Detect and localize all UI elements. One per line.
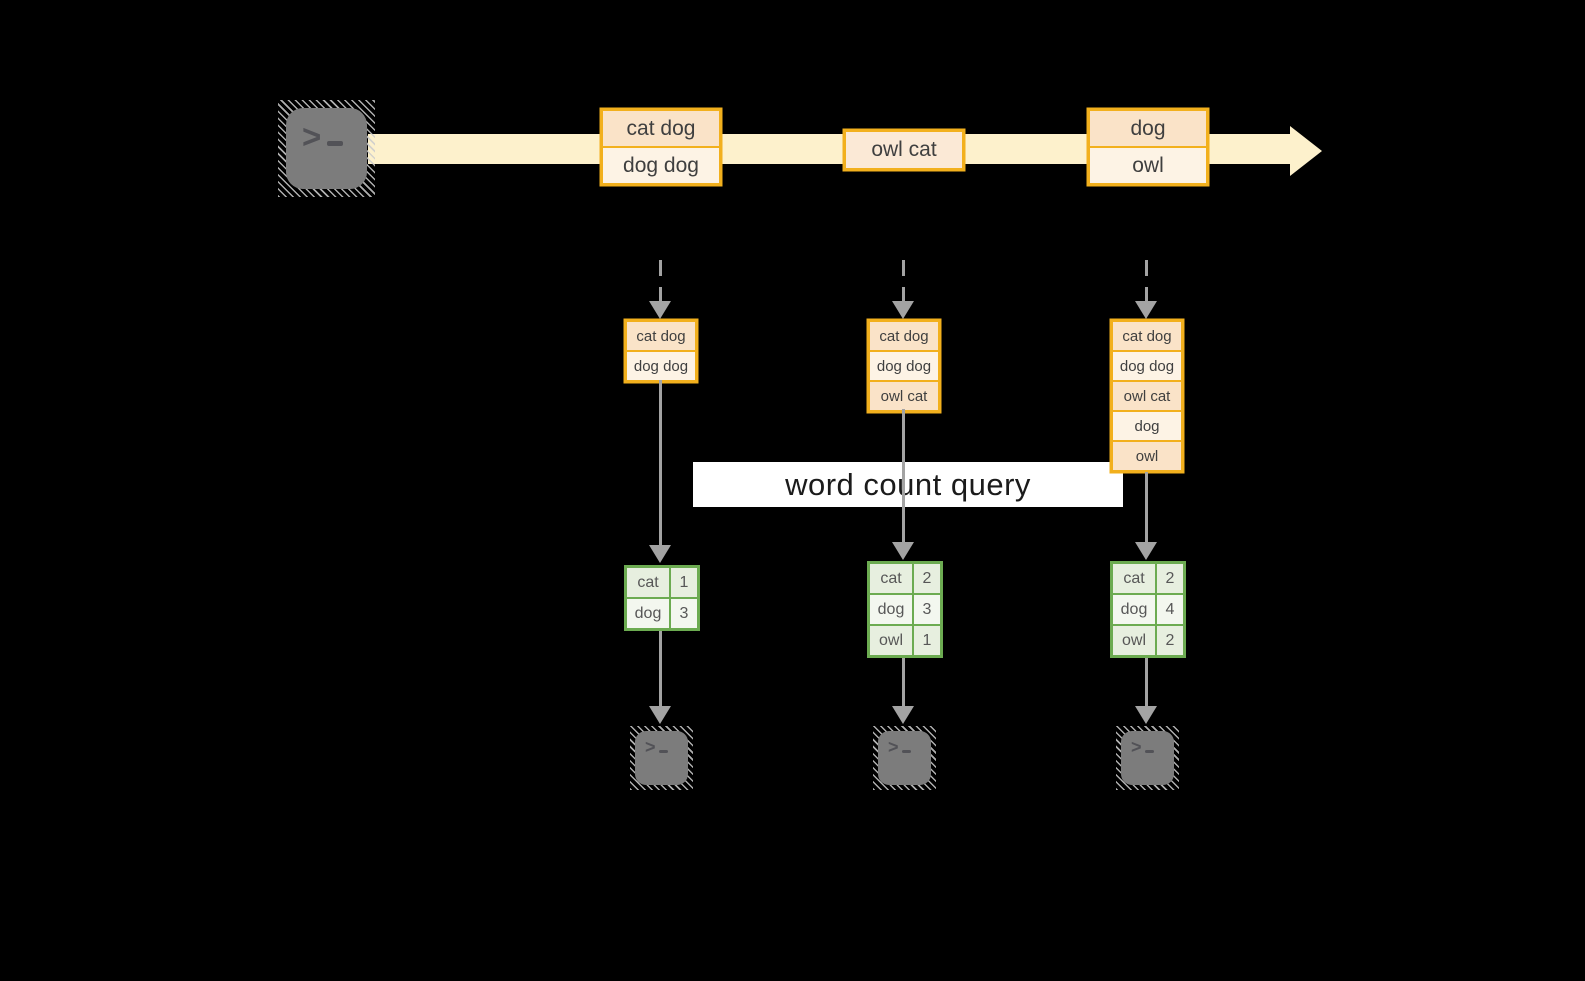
query-label: word count query [785, 466, 1031, 502]
terminal-sink-icon: > [630, 726, 693, 790]
terminal-sink-body: > [1121, 731, 1174, 785]
micro-batch-3: cat dog dog dog owl cat dog owl [1111, 320, 1183, 472]
terminal-source-body: > [286, 108, 367, 189]
batch-record: owl [1111, 440, 1183, 472]
count-value-cell: 1 [671, 568, 697, 597]
stream-batch-1: cat dog dog dog [601, 109, 721, 185]
count-value-cell: 3 [914, 595, 940, 624]
count-word-cell: dog [627, 599, 669, 628]
query-label-box: word count query [693, 462, 1123, 507]
batch-record: dog [1111, 410, 1183, 442]
prompt-underscore-icon [327, 141, 344, 146]
batch-record: cat dog [868, 320, 940, 352]
count-word-cell: owl [1113, 626, 1155, 655]
terminal-source-icon: > [278, 100, 375, 197]
count-value-cell: 1 [914, 626, 940, 655]
stream-arrowhead-icon [1290, 126, 1322, 176]
terminal-sink-body: > [878, 731, 931, 785]
prompt-chevron-icon: > [302, 118, 322, 155]
prompt-chevron-icon: > [1131, 737, 1142, 757]
terminal-sink-icon: > [1116, 726, 1179, 790]
solid-arrow [1135, 472, 1157, 560]
solid-arrow [1135, 658, 1157, 724]
stream-batch-2: owl cat [844, 130, 964, 170]
count-word-cell: cat [1113, 564, 1155, 593]
solid-arrow [892, 658, 914, 724]
prompt-underscore-icon [901, 750, 911, 753]
micro-batch-2: cat dog dog dog owl cat [868, 320, 940, 412]
batch-record: cat dog [625, 320, 697, 352]
prompt-underscore-icon [1144, 750, 1154, 753]
terminal-sink-body: > [635, 731, 688, 785]
batch-record: dog dog [868, 350, 940, 382]
stream-record: cat dog [601, 109, 721, 148]
prompt-chevron-icon: > [888, 737, 899, 757]
terminal-sink-icon: > [873, 726, 936, 790]
batch-record: owl cat [868, 380, 940, 412]
count-word-cell: cat [870, 564, 912, 593]
count-word-cell: dog [870, 595, 912, 624]
count-table-2: cat 2 dog 3 owl 1 [867, 561, 943, 658]
stream-batch-3: dog owl [1088, 109, 1208, 185]
count-word-cell: owl [870, 626, 912, 655]
count-value-cell: 3 [671, 599, 697, 628]
count-table-3: cat 2 dog 4 owl 2 [1110, 561, 1186, 658]
batch-record: cat dog [1111, 320, 1183, 352]
count-word-cell: dog [1113, 595, 1155, 624]
stream-record: dog [1088, 109, 1208, 148]
stream-record: owl [1088, 146, 1208, 185]
solid-arrow [649, 380, 671, 563]
batch-record: dog dog [1111, 350, 1183, 382]
batch-record: owl cat [1111, 380, 1183, 412]
count-table-1: cat 1 dog 3 [624, 565, 700, 631]
solid-arrow [892, 409, 914, 560]
count-value-cell: 2 [1157, 626, 1183, 655]
prompt-chevron-icon: > [645, 737, 656, 757]
batch-record: dog dog [625, 350, 697, 382]
count-value-cell: 2 [1157, 564, 1183, 593]
solid-arrow [649, 631, 671, 724]
stream-record: owl cat [844, 130, 964, 170]
dashed-arrow [892, 260, 914, 319]
count-value-cell: 4 [1157, 595, 1183, 624]
dashed-arrow [649, 260, 671, 319]
count-word-cell: cat [627, 568, 669, 597]
prompt-underscore-icon [658, 750, 668, 753]
stream-record: dog dog [601, 146, 721, 185]
micro-batch-1: cat dog dog dog [625, 320, 697, 382]
dashed-arrow [1135, 260, 1157, 319]
count-value-cell: 2 [914, 564, 940, 593]
